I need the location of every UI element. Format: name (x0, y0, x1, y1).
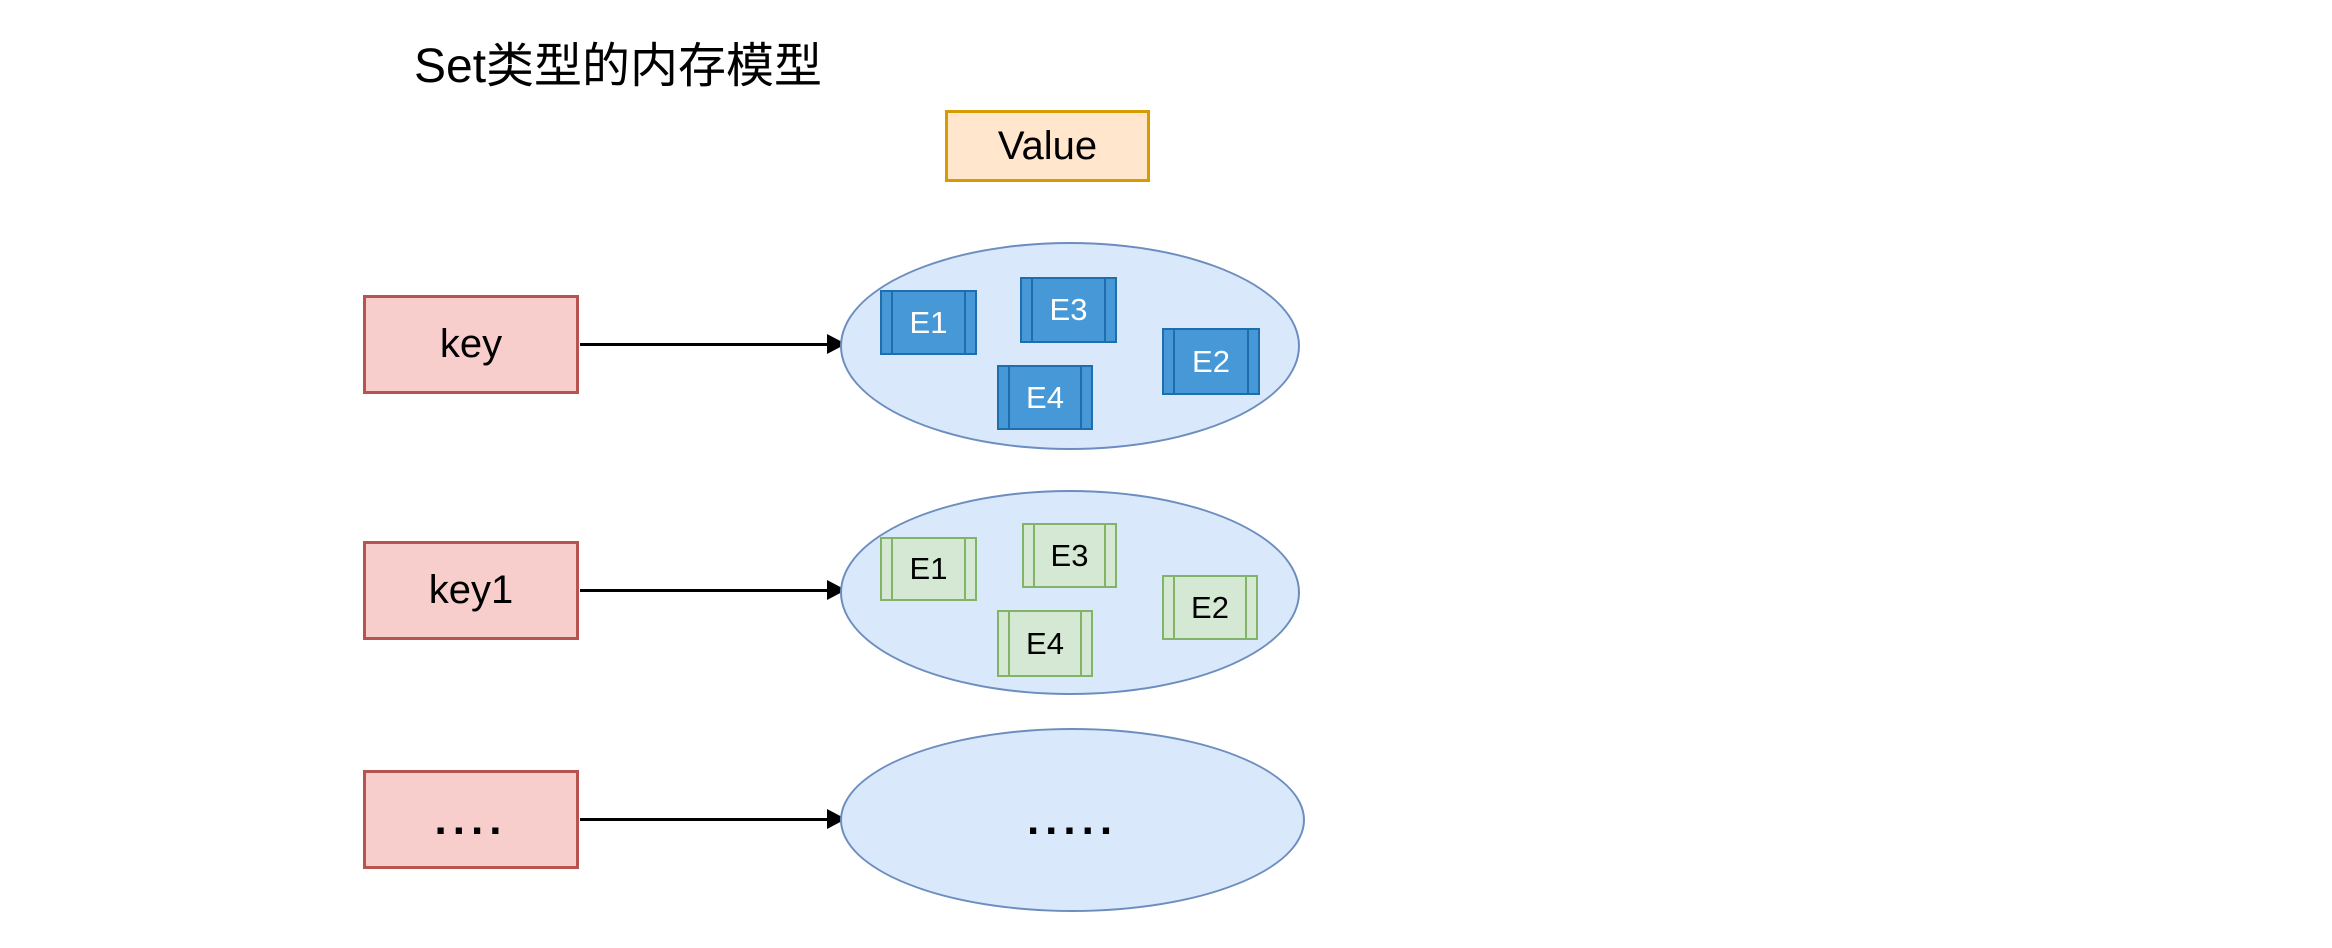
element-label: E4 (1026, 379, 1064, 415)
process-bar-right (1080, 612, 1082, 675)
diagram-title: Set类型的内存模型 (414, 40, 823, 93)
process-bar-left (1008, 612, 1010, 675)
process-bar-left (891, 539, 893, 599)
value-label-text: Value (997, 123, 1098, 168)
arrow-shaft (580, 342, 831, 346)
process-bar-right (964, 292, 966, 353)
process-bar-left (1173, 330, 1175, 393)
element-label: E1 (909, 304, 948, 340)
process-bar-right (1080, 367, 1082, 428)
set1-element-e1: E1 (880, 290, 977, 355)
process-bar-right (1247, 330, 1249, 393)
set-ellipse-3-label: ..... (1026, 795, 1119, 844)
value-label-box: Value (945, 110, 1150, 182)
element-label: E2 (1192, 343, 1230, 379)
process-bar-left (1031, 279, 1033, 341)
set1-element-e3: E3 (1020, 277, 1117, 343)
set-ellipse-3: ..... (840, 728, 1305, 912)
element-label: E1 (909, 551, 948, 586)
set1-element-e2: E2 (1162, 328, 1260, 395)
process-bar-left (1033, 525, 1035, 586)
process-bar-left (1173, 577, 1175, 638)
element-label: E3 (1050, 537, 1089, 573)
element-label: E2 (1191, 589, 1229, 625)
set2-element-e1: E1 (880, 537, 977, 601)
set2-element-e3: E3 (1022, 523, 1117, 588)
process-bar-right (1104, 525, 1106, 586)
process-bar-right (964, 539, 966, 599)
key-box-1: key (363, 295, 579, 394)
key-box-2: key1 (363, 541, 579, 640)
key-box-3-label: .... (434, 794, 508, 844)
arrow-shaft (580, 817, 831, 821)
process-bar-right (1104, 279, 1106, 341)
element-label: E3 (1049, 292, 1088, 327)
process-bar-right (1245, 577, 1247, 638)
set2-element-e2: E2 (1162, 575, 1258, 640)
process-bar-left (1008, 367, 1010, 428)
element-label: E4 (1026, 625, 1064, 661)
process-bar-left (891, 292, 893, 353)
set1-element-e4: E4 (997, 365, 1093, 430)
set2-element-e4: E4 (997, 610, 1093, 677)
key-box-1-label: key (439, 322, 503, 366)
key-box-3: .... (363, 770, 579, 869)
key-box-2-label: key1 (428, 568, 514, 612)
arrow-shaft (580, 588, 831, 592)
